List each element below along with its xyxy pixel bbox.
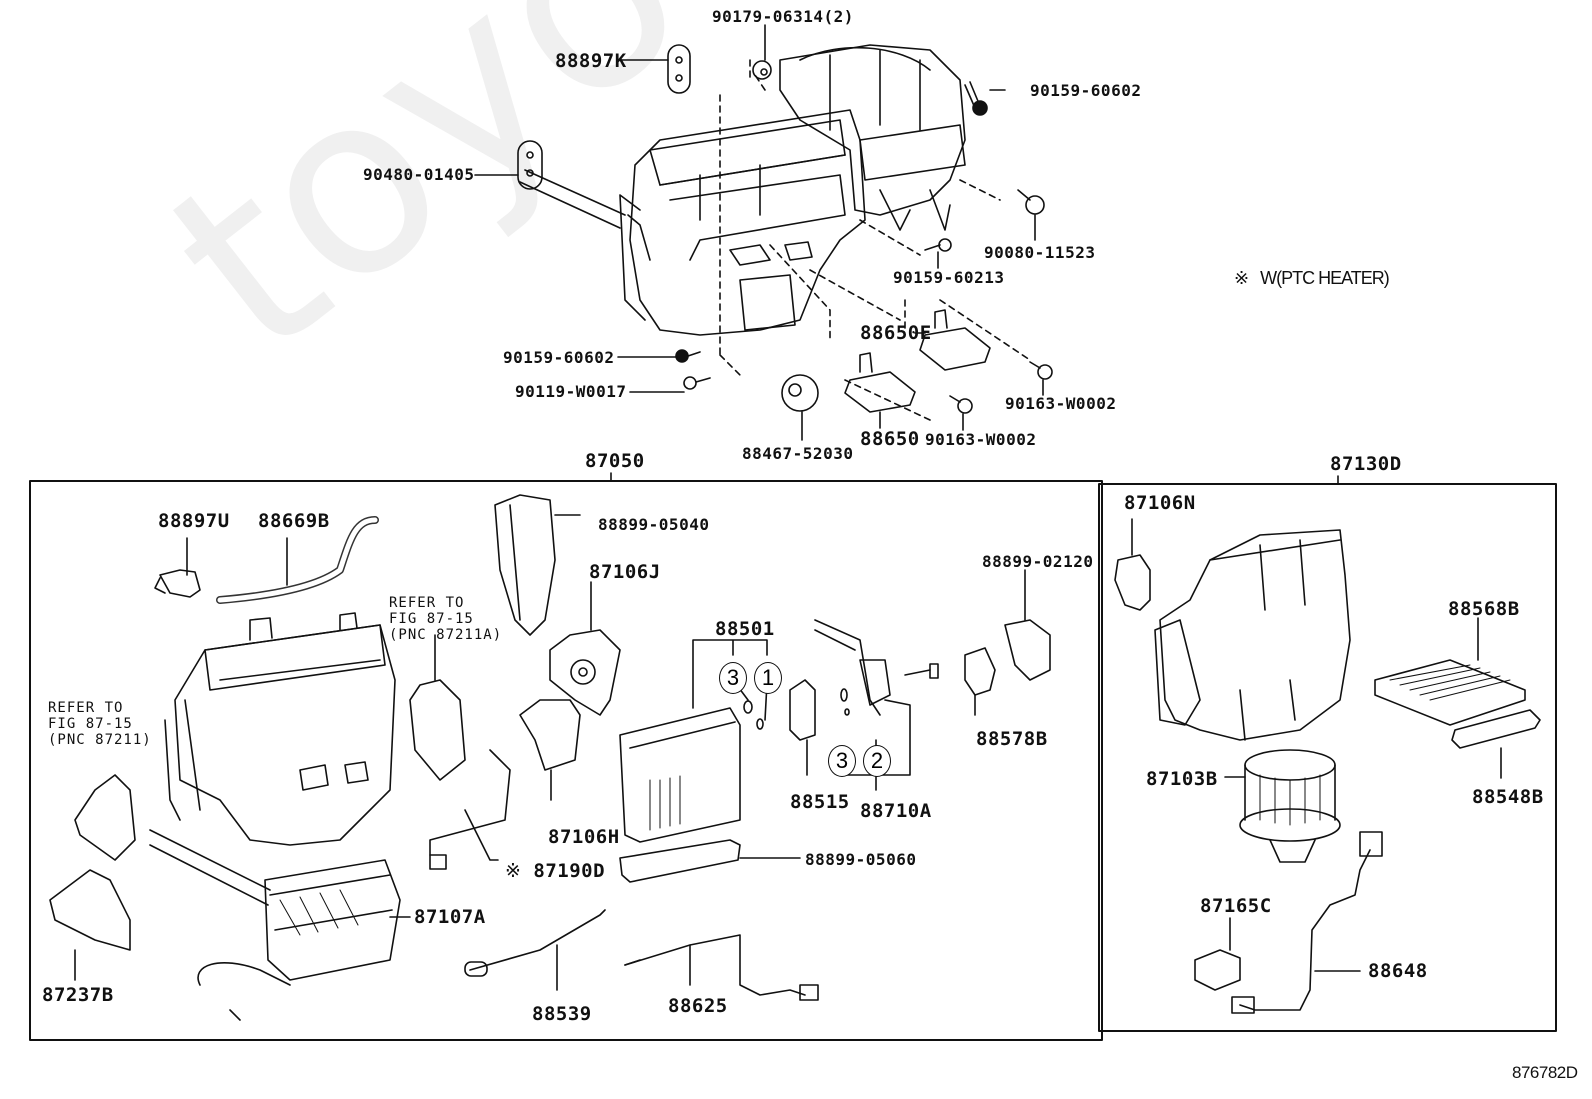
label-90159-60213: 90159-60213 — [893, 268, 1005, 287]
label-88650e: 88650E — [860, 322, 932, 344]
figure-id: 876782D — [1512, 1063, 1578, 1082]
top-heater-unit-assembly — [474, 24, 1053, 441]
note-text: W(PTC HEATER) — [1260, 268, 1390, 288]
label-88897u: 88897U — [158, 510, 230, 532]
label-88669b: 88669B — [258, 510, 330, 532]
label-88568b: 88568B — [1448, 598, 1520, 620]
refer-note-line: FIG 87-15 — [48, 716, 133, 732]
label-87103b: 87103B — [1146, 768, 1218, 790]
label-90179-06314: 90179-06314(2) — [712, 7, 854, 26]
callout-88501-1: 1 — [754, 662, 782, 694]
label-90119-w0017: 90119-W0017 — [515, 382, 627, 401]
group-box-87130d — [1098, 483, 1557, 1032]
refer-note-line: FIG 87-15 — [389, 611, 474, 627]
group-title-87050: 87050 — [585, 450, 645, 472]
label-88515: 88515 — [790, 791, 850, 813]
label-87165c: 87165C — [1200, 895, 1272, 917]
label-88539: 88539 — [532, 1003, 592, 1025]
label-88897k: 88897K — [555, 50, 627, 72]
group-box-87050 — [29, 480, 1103, 1041]
ptc-heater-note: ※ W(PTC HEATER) — [1234, 268, 1390, 289]
group-title-87130d: 87130D — [1330, 453, 1402, 475]
refer-note-line: (PNC 87211A) — [389, 627, 503, 643]
refer-note-line: REFER TO — [48, 700, 124, 716]
label-88899-05060: 88899-05060 — [805, 850, 917, 869]
label-90080-11523: 90080-11523 — [984, 243, 1096, 262]
label-90480-01405: 90480-01405 — [363, 165, 475, 184]
label-88467-52030: 88467-52030 — [742, 444, 854, 463]
label-90159-60602-low: 90159-60602 — [503, 348, 615, 367]
box-87130d-parts — [1114, 518, 1541, 1014]
refer-note-line: (PNC 87211) — [48, 732, 152, 748]
label-87106j: 87106J — [589, 561, 661, 583]
label-88625: 88625 — [668, 995, 728, 1017]
label-88501: 88501 — [715, 618, 775, 640]
label-87190d: ※ 87190D — [505, 860, 606, 882]
label-90159-60602-top: 90159-60602 — [1030, 81, 1142, 100]
label-88578b: 88578B — [976, 728, 1048, 750]
label-88548b: 88548B — [1472, 786, 1544, 808]
refer-note-87211: REFER TO FIG 87-15 (PNC 87211) — [48, 700, 152, 748]
label-87237b: 87237B — [42, 984, 114, 1006]
label-88899-02120: 88899-02120 — [982, 552, 1094, 571]
box-87050-parts — [49, 494, 1051, 1021]
label-87106h: 87106H — [548, 826, 620, 848]
callout-88710a-2: 2 — [863, 745, 891, 777]
label-90163-w0002-a: 90163-W0002 — [1005, 394, 1117, 413]
label-88650: 88650 — [860, 428, 920, 450]
refer-note-87211a: REFER TO FIG 87-15 (PNC 87211A) — [389, 595, 502, 643]
label-87190d-text: 87190D — [533, 860, 606, 882]
label-87106n: 87106N — [1124, 492, 1196, 514]
label-88899-05040: 88899-05040 — [598, 515, 710, 534]
label-88648: 88648 — [1368, 960, 1428, 982]
label-87107a: 87107A — [414, 906, 486, 928]
refer-note-line: REFER TO — [389, 595, 465, 611]
callout-88710a-3: 3 — [828, 745, 856, 777]
label-88710a: 88710A — [860, 800, 932, 822]
label-90163-w0002-b: 90163-W0002 — [925, 430, 1037, 449]
ptc-mark: ※ — [505, 860, 522, 882]
note-symbol: ※ — [1234, 268, 1249, 288]
callout-88501-3: 3 — [719, 662, 747, 694]
